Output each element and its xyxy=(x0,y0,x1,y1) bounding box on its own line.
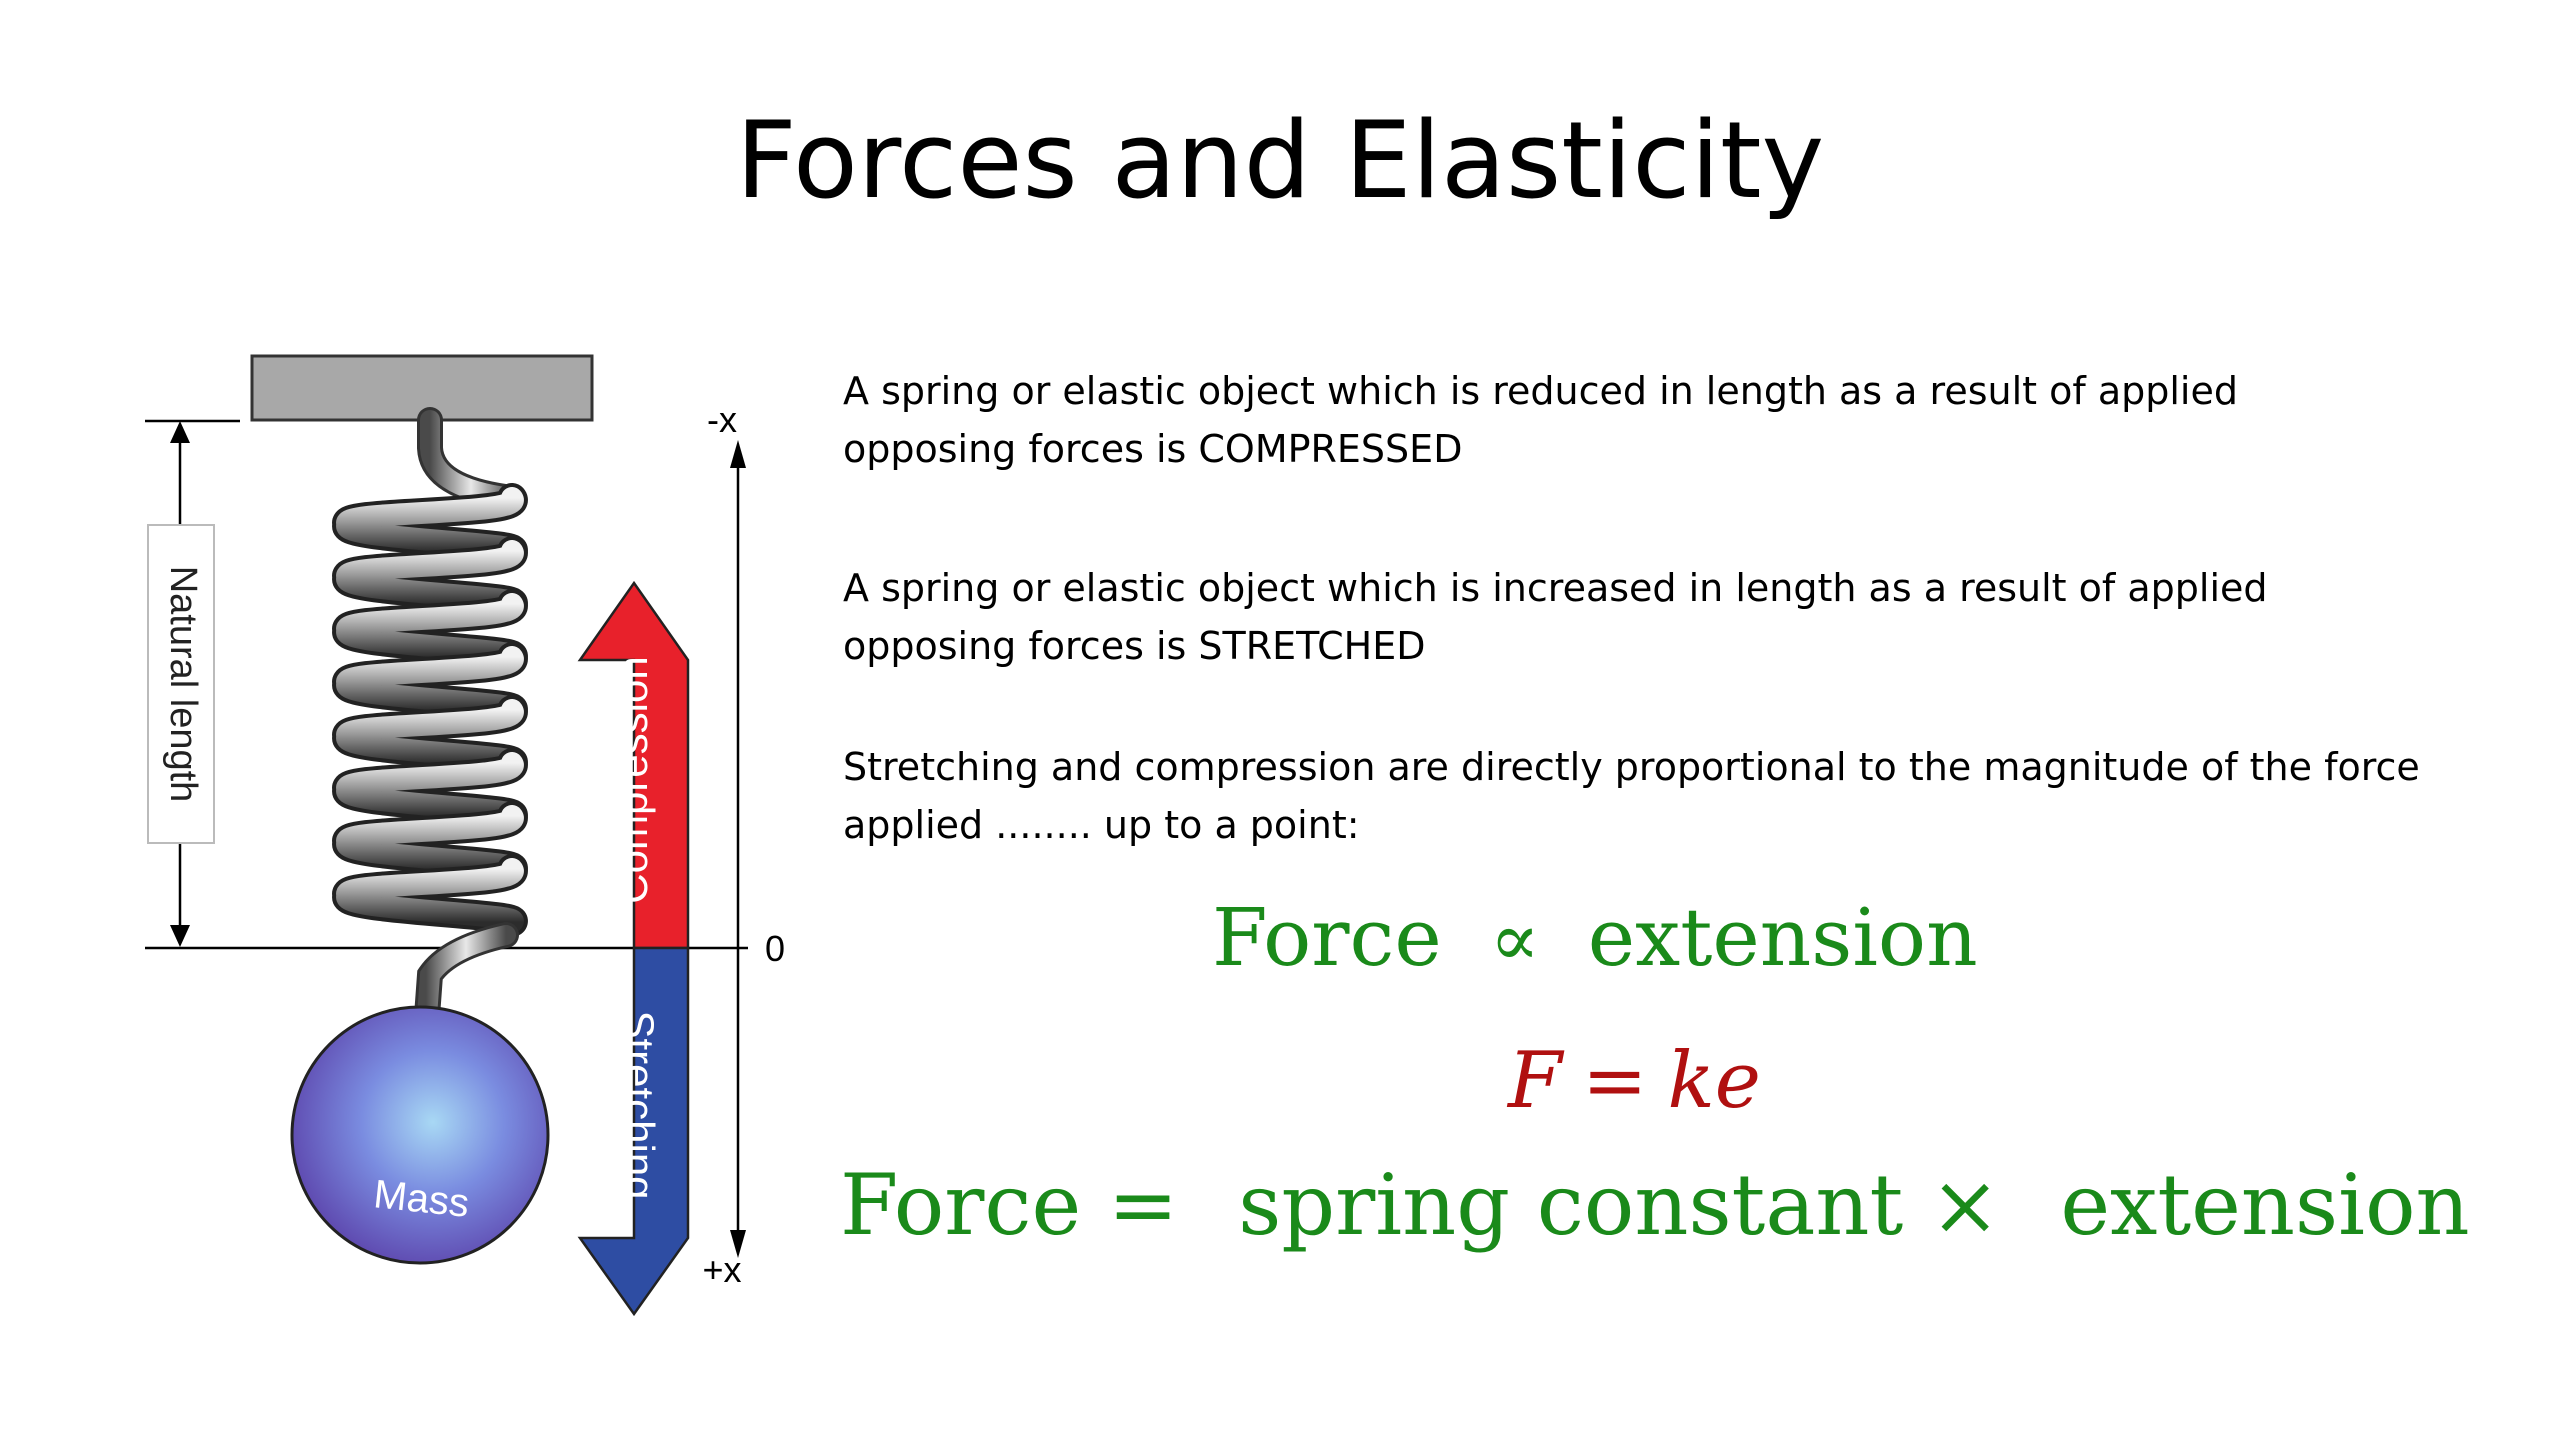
formula1-left: Force xyxy=(1212,891,1442,984)
compressed-paragraph: A spring or elastic object which is redu… xyxy=(843,362,2423,478)
proportional-symbol: ∝ xyxy=(1490,903,1540,977)
formula2-left: F xyxy=(1508,1036,1562,1126)
compression-label: Compression xyxy=(609,656,656,903)
formula-hookes-law: F=ke xyxy=(1508,1042,1761,1120)
axis-label-negative-x: -x xyxy=(707,399,737,440)
formula-words: Force =spring constant ×extension xyxy=(840,1163,2470,1247)
formula3-right: extension xyxy=(2060,1156,2469,1254)
formula3-middle: spring constant × xyxy=(1238,1156,2000,1254)
spring-coil xyxy=(347,420,513,1030)
proportional-paragraph: Stretching and compression are directly … xyxy=(843,738,2423,854)
mass-ball xyxy=(292,1007,548,1263)
formula1-right: extension xyxy=(1588,891,1978,984)
axis-label-zero: 0 xyxy=(765,928,785,969)
natural-length-label: Natural length xyxy=(162,566,204,803)
axis-label-positive-x: +x xyxy=(702,1249,741,1290)
natural-length-arrow-down xyxy=(170,925,190,947)
formula2-equals: = xyxy=(1582,1036,1647,1126)
formula-proportional: Force∝extension xyxy=(1212,898,1978,978)
stretched-paragraph: A spring or elastic object which is incr… xyxy=(843,559,2423,675)
formula2-right: ke xyxy=(1667,1036,1760,1126)
stretching-label: Stretching xyxy=(616,1010,663,1199)
formula3-left: Force = xyxy=(840,1156,1178,1254)
natural-length-arrow-up xyxy=(170,421,190,443)
x-axis-arrow-top xyxy=(730,440,746,468)
